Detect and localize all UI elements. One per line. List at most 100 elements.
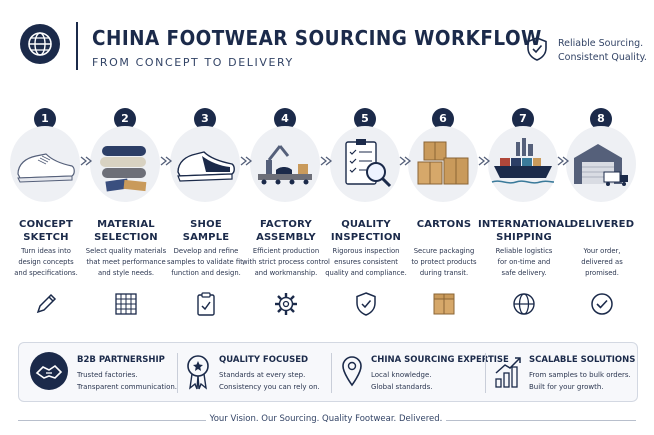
desc-line: and style needs.: [97, 269, 155, 277]
step-cartons: 6 CARTONS Secure packaging to protect pro…: [404, 100, 486, 330]
desc-line: Develop and refine: [173, 247, 239, 255]
benefit-line: From samples to bulk orders.: [529, 371, 631, 379]
desc-line: Efficient production: [252, 247, 320, 255]
inspection-checklist-illustration: [345, 139, 392, 188]
page-subtitle: FROM CONCEPT TO DELIVERY: [92, 56, 294, 69]
clipboard-check-icon: [197, 292, 215, 316]
benefit-china-sourcing-expertise: CHINA SOURCING EXPERTISE Local knowledge…: [337, 343, 509, 403]
step-title-line: ASSEMBLY: [256, 232, 316, 243]
arrow-right-icon: [320, 156, 333, 166]
step-description: Reliable logistics for on-time and safe de…: [478, 246, 570, 279]
step-title: CARTONS: [398, 218, 490, 231]
handshake-icon: [30, 352, 68, 390]
sneaker-sample-illustration: [177, 151, 235, 182]
desc-line: for on-time and: [497, 258, 551, 266]
step-title-line: SKETCH: [23, 232, 69, 243]
step-description: Develop and refine samples to validate fi…: [160, 246, 252, 279]
header: CHINA FOOTWEAR SOURCING WORKFLOW FROM CO…: [0, 0, 654, 90]
arrow-right-icon: [478, 156, 491, 166]
benefit-quality-focused: QUALITY FOCUSED Standards at every step.…: [181, 343, 331, 403]
benefit-line: Transparent communication.: [77, 383, 178, 391]
desc-line: safe delivery.: [501, 269, 547, 277]
desc-line: Your order,: [583, 247, 621, 255]
step-number: 6: [432, 108, 454, 130]
pencil-icon: [36, 293, 57, 314]
desc-line: function and design.: [171, 269, 241, 277]
desc-line: quality and compliance.: [325, 269, 407, 277]
arrow-right-icon: [160, 156, 173, 166]
step-number: 8: [590, 108, 612, 130]
page-title: CHINA FOOTWEAR SOURCING WORKFLOW: [92, 26, 542, 50]
step-title-line: DELIVERED: [569, 219, 635, 230]
warehouse-truck-illustration: [574, 144, 628, 186]
fabric-rolls-illustration: [100, 146, 147, 192]
step-description: Secure packaging to protect products durin…: [398, 246, 490, 279]
step-title-line: QUALITY: [341, 219, 391, 230]
step-number: 2: [114, 108, 136, 130]
step-title-line: SHIPPING: [496, 232, 552, 243]
benefit-line: Consistency you can rely on.: [219, 383, 320, 391]
check-circle-icon: [591, 293, 613, 315]
desc-line: samples to validate fit,: [167, 258, 245, 266]
shield-check-icon: [527, 37, 547, 61]
desc-line: Turn ideas into: [21, 247, 71, 255]
globe-logo-icon: [20, 24, 60, 64]
illustration-backdrop: [250, 126, 320, 202]
arrow-right-icon: [557, 156, 570, 166]
step-title-line: INSPECTION: [330, 232, 402, 243]
desc-line: ensures consistent: [334, 258, 398, 266]
cartons-illustration: [417, 141, 469, 185]
footer-rule-left: [18, 420, 206, 421]
footer-slogan: Your Vision. Our Sourcing. Quality Footw…: [209, 414, 443, 424]
benefit-b2b-partnership: B2B PARTNERSHIP Trusted factories. Trans…: [25, 343, 178, 403]
benefit-title: QUALITY FOCUSED: [219, 355, 309, 365]
benefits-panel: B2B PARTNERSHIP Trusted factories. Trans…: [18, 342, 638, 402]
step-title-line: CONCEPT: [19, 219, 73, 230]
step-title: DELIVERED: [556, 218, 648, 231]
panel-divider: [485, 353, 486, 393]
benefit-title: B2B PARTNERSHIP: [77, 355, 165, 365]
step-title-line: SAMPLE: [182, 232, 230, 243]
desc-line: promised.: [585, 269, 619, 277]
benefit-line: Trusted factories.: [77, 371, 138, 379]
gear-icon: [275, 293, 297, 315]
benefit-title: CHINA SOURCING EXPERTISE: [371, 355, 509, 365]
desc-line: Reliable logistics: [495, 247, 553, 255]
tagline-reliable: Reliable Sourcing.: [558, 38, 644, 49]
location-pin-icon: [342, 356, 362, 387]
step-number: 3: [194, 108, 216, 130]
step-title-line: MATERIAL: [97, 219, 155, 230]
benefit-title: SCALABLE SOLUTIONS: [529, 355, 636, 365]
desc-line: to protect products: [411, 258, 477, 266]
step-number: 5: [354, 108, 376, 130]
box-icon: [433, 293, 455, 315]
step-title: QUALITY INSPECTION: [320, 218, 412, 244]
desc-line: that meet performance: [86, 258, 166, 266]
tagline-consistent: Consistent Quality.: [558, 52, 647, 63]
footer-rule-right: [446, 420, 636, 421]
fabric-grid-icon: [115, 293, 137, 315]
step-title-line: CARTONS: [416, 219, 472, 230]
shield-check-icon: [356, 292, 376, 316]
arrow-right-icon: [399, 156, 412, 166]
cargo-ship-illustration: [491, 138, 555, 184]
benefit-line: Local knowledge.: [371, 371, 432, 379]
step-number: 7: [512, 108, 534, 130]
benefit-line: Global standards.: [371, 383, 433, 391]
globe-icon: [513, 293, 535, 315]
desc-line: during transit.: [419, 269, 469, 277]
desc-line: Secure packaging: [413, 247, 475, 255]
